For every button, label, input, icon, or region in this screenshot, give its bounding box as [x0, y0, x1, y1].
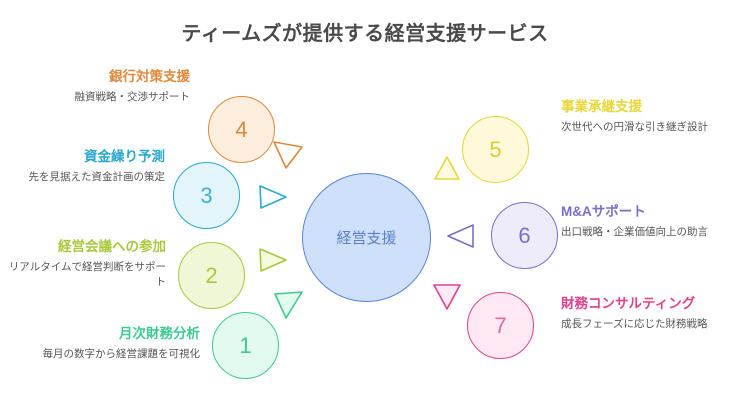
triangle-left-icon	[447, 224, 474, 248]
label-title-3: 資金繰り予測	[84, 149, 165, 164]
node-number-7: 7	[494, 312, 507, 338]
label-desc-6: 出口戦略・企業価値向上の助言	[561, 226, 708, 239]
node-number-6: 6	[518, 222, 531, 248]
label-desc-2: リアルタイムで経営判断をサポート	[8, 261, 166, 289]
label-title-5: 事業承継支援	[561, 99, 642, 114]
triangle-right-icon	[259, 248, 287, 272]
triangle-marker-2	[258, 245, 288, 275]
node-circle-5[interactable]: 5	[462, 116, 529, 183]
label-block-3: 資金繰り予測 先を見据えた資金計画の策定	[10, 148, 166, 185]
label-desc-4: 融資戦略・交渉サポート	[74, 91, 191, 104]
label-title-7: 財務コンサルティング	[561, 296, 696, 311]
node-circle-3[interactable]: 3	[173, 162, 240, 229]
node-circle-4[interactable]: 4	[208, 96, 275, 163]
triangle-marker-3	[258, 182, 288, 212]
page-title: ティームズが提供する経営支援サービス	[181, 23, 549, 45]
triangle-down-right-icon	[273, 141, 303, 169]
node-number-2: 2	[205, 262, 218, 288]
label-title-6: M&Aサポート	[561, 204, 646, 219]
center-node[interactable]: 経営支援	[302, 173, 431, 302]
label-desc-5: 次世代への円滑な引き継ぎ設計	[561, 121, 708, 134]
label-title-4: 銀行対策支援	[109, 69, 190, 84]
label-desc-3: 先を見据えた資金計画の策定	[28, 171, 166, 184]
triangle-down-right-icon	[274, 291, 303, 319]
node-number-1: 1	[239, 332, 252, 358]
triangle-marker-4	[272, 140, 304, 170]
triangle-marker-6	[446, 222, 476, 250]
label-block-1: 月次財務分析 毎月の数字から経営課題を可視化	[20, 325, 201, 362]
label-title-2: 経営会議への参加	[58, 239, 166, 254]
triangle-marker-5	[433, 155, 461, 181]
label-block-4: 銀行対策支援 融資戦略・交渉サポート	[10, 68, 191, 105]
node-number-3: 3	[200, 182, 213, 208]
label-block-5: 事業承継支援 次世代への円滑な引き継ぎ設計	[561, 98, 721, 135]
label-block-7: 財務コンサルティング 成長フェーズに応じた財務戦略	[561, 295, 713, 332]
label-desc-1: 毎月の数字から経営課題を可視化	[42, 348, 201, 361]
triangle-down-icon	[433, 284, 461, 310]
node-circle-6[interactable]: 6	[491, 202, 558, 269]
triangle-marker-1	[272, 290, 304, 320]
node-circle-2[interactable]: 2	[178, 242, 245, 309]
triangle-right-icon	[259, 185, 287, 209]
node-number-5: 5	[489, 136, 502, 162]
node-circle-7[interactable]: 7	[467, 292, 534, 359]
node-number-4: 4	[235, 116, 248, 142]
label-block-2: 経営会議への参加 リアルタイムで経営判断をサポート	[8, 238, 166, 291]
label-desc-7: 成長フェーズに応じた財務戦略	[561, 318, 708, 331]
triangle-marker-7	[432, 283, 462, 311]
center-node-label: 経営支援	[336, 230, 397, 247]
label-block-6: M&Aサポート 出口戦略・企業価値向上の助言	[561, 203, 721, 240]
triangle-up-icon	[434, 156, 460, 180]
label-title-1: 月次財務分析	[119, 326, 200, 341]
node-circle-1[interactable]: 1	[212, 312, 279, 379]
